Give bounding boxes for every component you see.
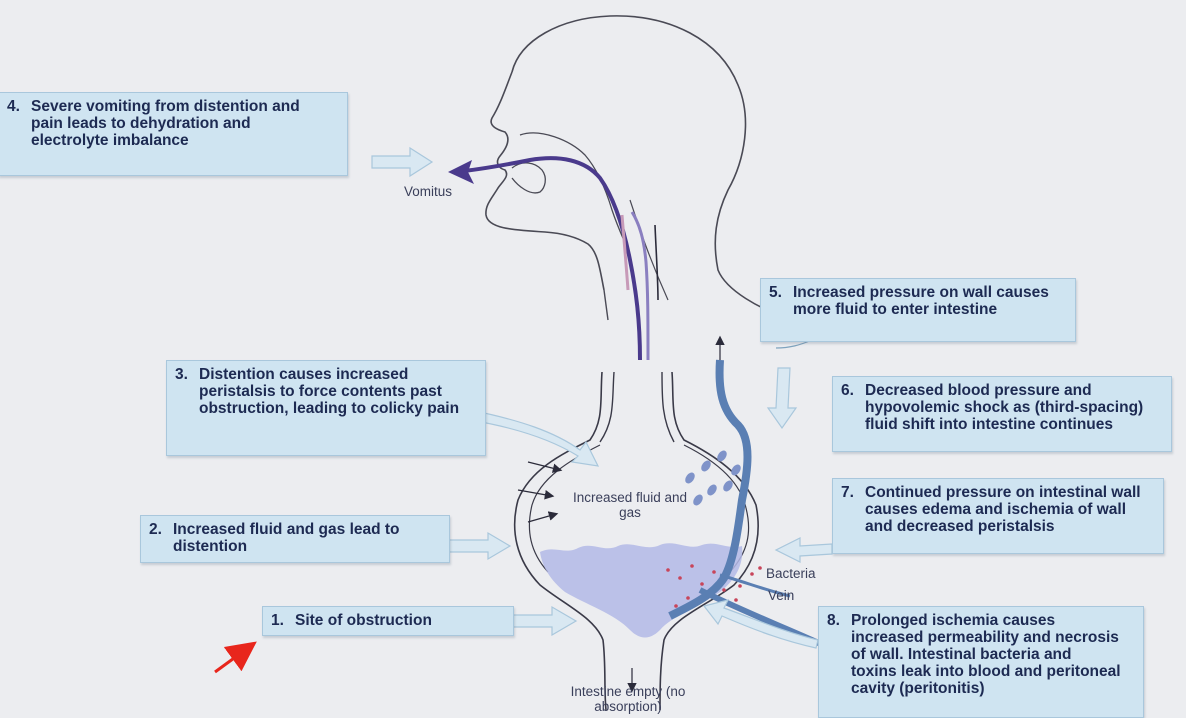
- step-6-number: 6.: [841, 382, 854, 399]
- bacteria-dots: [666, 564, 762, 608]
- step-3-text: Distention causes increased peristalsis …: [199, 366, 460, 417]
- intestine-upper-right-inner: [661, 371, 675, 443]
- step-2-box: 2. Increased fluid and gas lead to diste…: [140, 515, 450, 563]
- vein-branch-2: [719, 573, 791, 598]
- step-3-box: 3. Distention causes increased peristals…: [166, 360, 486, 456]
- fluid-droplets: [685, 450, 741, 506]
- step-7-box: 7. Continued pressure on intestinal wall…: [832, 478, 1164, 554]
- step-6-text: Decreased blood pressure and hypovolemic…: [865, 382, 1144, 433]
- vein: [668, 359, 752, 620]
- intestine-upper-left: [513, 371, 607, 711]
- intestine-upper-right: [659, 371, 759, 711]
- step-5-number: 5.: [769, 284, 782, 301]
- neck-throat: [629, 199, 669, 301]
- step-1-text: Site of obstruction: [295, 612, 432, 629]
- step-5-box: 5. Increased pressure on wall causes mor…: [760, 278, 1076, 342]
- esophagus-tube-inner: [630, 211, 650, 361]
- esophagus-wall-left: [620, 214, 630, 291]
- esophagus-wall-right: [654, 224, 659, 301]
- step-4-box: 4. Severe vomiting from distention and p…: [0, 92, 348, 176]
- step-4-text: Severe vomiting from distention and pain…: [31, 98, 300, 149]
- intestine-empty-label: Intestine empty (no absorption): [570, 684, 686, 714]
- step-6-box: 6. Decreased blood pressure and hypovole…: [832, 376, 1172, 452]
- callout-arrows: [371, 146, 833, 649]
- step-7-number: 7.: [841, 484, 854, 501]
- step-8-box: 8. Prolonged ischemia causes increased p…: [818, 606, 1144, 718]
- intestine-upper-left-inner: [599, 371, 615, 443]
- step-5-text: Increased pressure on wall causes more f…: [793, 284, 1049, 318]
- bacteria-label: Bacteria: [766, 566, 816, 581]
- oral-cavity: [519, 132, 629, 251]
- sac-inner-outline-right: [683, 444, 750, 573]
- step-1-box: 1. Site of obstruction: [262, 606, 514, 636]
- neck-front: [603, 289, 609, 321]
- pressure-arrows: [517, 461, 637, 693]
- step-2-text: Increased fluid and gas lead to distenti…: [173, 521, 400, 555]
- head-outline: [511, 15, 791, 319]
- step-4-number: 4.: [7, 98, 20, 115]
- vein-label: Vein: [768, 588, 795, 603]
- step-7-text: Continued pressure on intestinal wall ca…: [865, 484, 1141, 535]
- step-8-text: Prolonged ischemia causes increased perm…: [851, 612, 1121, 697]
- vomitus-label: Vomitus: [403, 184, 453, 199]
- fluid-gas-label: Increased fluid and gas: [572, 490, 688, 520]
- face-outline: [485, 71, 605, 291]
- step-3-number: 3.: [175, 366, 188, 383]
- step-8-number: 8.: [827, 612, 840, 629]
- tongue: [511, 162, 546, 194]
- esophagus-tube: [454, 156, 642, 361]
- vomitus-arrowhead: [448, 160, 474, 184]
- step-2-number: 2.: [149, 521, 162, 538]
- red-pointer-arrow: [214, 641, 257, 674]
- step-1-number: 1.: [271, 612, 284, 629]
